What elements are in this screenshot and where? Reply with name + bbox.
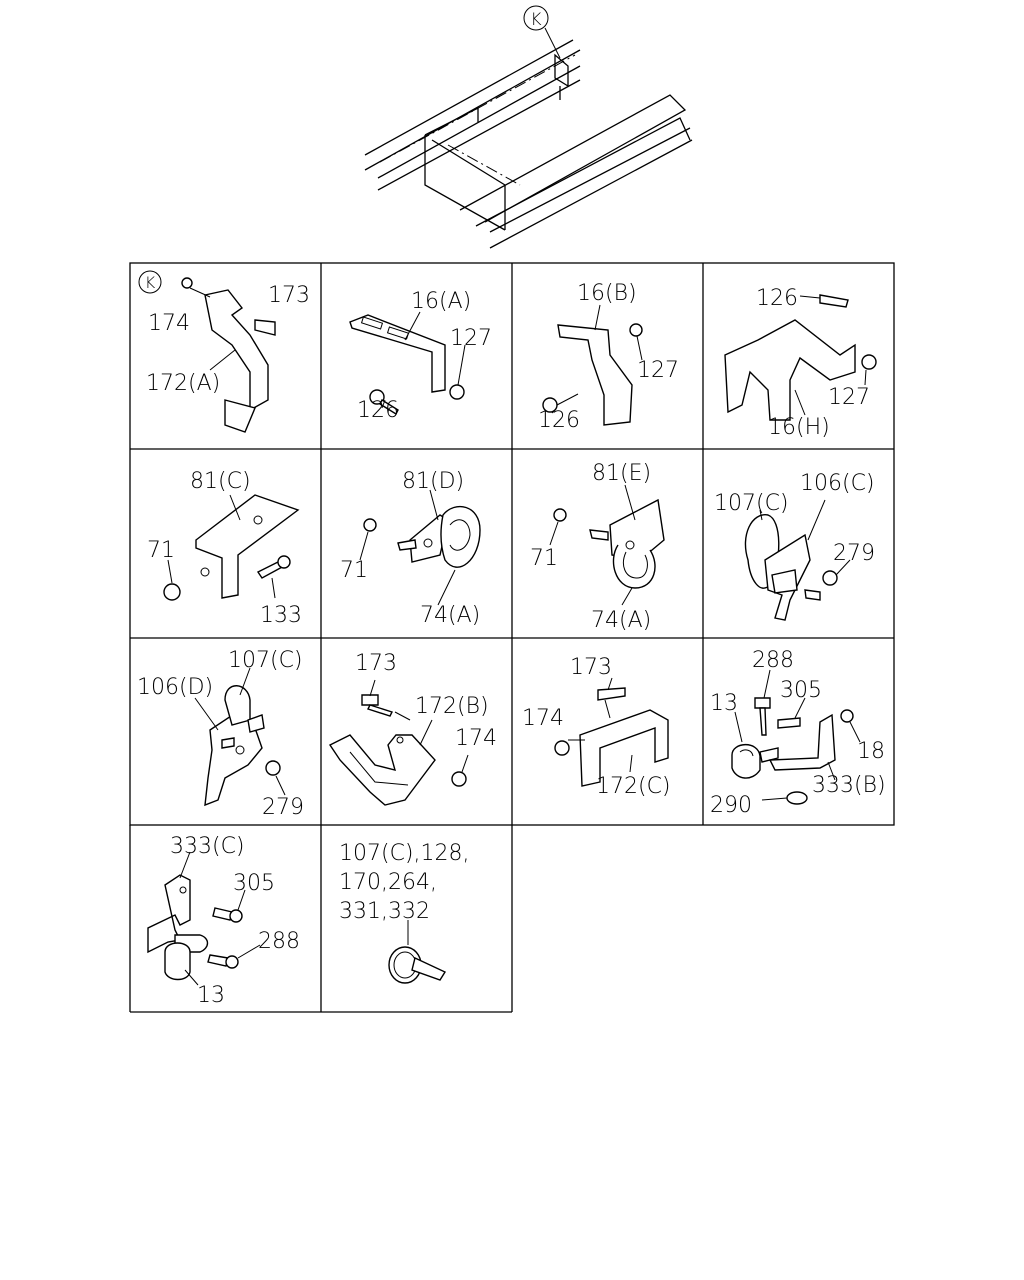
panel-172a: K 174 173 172(A) [138, 270, 310, 433]
label-333c: 333(C) [170, 834, 245, 859]
detail-marker: K [530, 10, 541, 30]
label-333b: 333(B) [812, 773, 886, 798]
label-173: 173 [570, 655, 612, 680]
label-126: 126 [357, 398, 399, 423]
label-clamp-line-1: 107(C),128, [339, 841, 470, 866]
panel-marker: K [145, 273, 156, 292]
label-16h: 16(H) [768, 415, 830, 440]
label-288: 288 [752, 648, 794, 673]
label-174: 174 [148, 311, 190, 336]
panel-81d: 81(D) 71 74(A) [340, 469, 481, 628]
label-16b: 16(B) [577, 281, 637, 306]
panel-333b: 288 305 13 18 333(B) 290 [710, 648, 886, 818]
label-174: 174 [455, 726, 497, 751]
label-71: 71 [530, 546, 558, 571]
label-81d: 81(D) [402, 469, 464, 494]
panel-16b: 16(B) 127 126 [538, 281, 679, 433]
label-279: 279 [833, 541, 875, 566]
panel-81e: 81(E) 71 74(A) [530, 461, 665, 633]
label-107c: 107(C) [714, 491, 789, 516]
panel-106d: 107(C) 106(D) 279 [137, 648, 304, 820]
panel-106c: 107(C) 106(C) 279 [714, 471, 875, 621]
label-305: 305 [780, 678, 822, 703]
label-126: 126 [538, 408, 580, 433]
parts-grid [129, 262, 895, 1013]
label-173: 173 [268, 283, 310, 308]
label-126: 126 [756, 286, 798, 311]
label-172a: 172(A) [146, 371, 220, 396]
label-174: 174 [522, 706, 564, 731]
panel-16h: 126 127 16(H) [724, 286, 877, 440]
label-106c: 106(C) [800, 471, 875, 496]
label-127: 127 [637, 358, 679, 383]
label-71: 71 [340, 558, 368, 583]
label-clamp-line-2: 170,264, [339, 870, 437, 895]
label-305: 305 [233, 871, 275, 896]
label-74a: 74(A) [420, 603, 480, 628]
panel-81c: 81(C) 71 133 [147, 469, 302, 628]
label-13: 13 [710, 691, 738, 716]
label-288: 288 [258, 929, 300, 954]
label-127: 127 [828, 385, 870, 410]
label-81e: 81(E) [592, 461, 651, 486]
label-71: 71 [147, 538, 175, 563]
panel-172b: 173 172(B) 174 [328, 651, 497, 806]
label-279: 279 [262, 795, 304, 820]
label-106d: 106(D) [137, 675, 213, 700]
panel-333c: 333(C) 305 288 13 [147, 834, 300, 1008]
label-74a: 74(A) [591, 608, 651, 633]
label-172c: 172(C) [596, 774, 671, 799]
panel-band-clamp: 107(C),128, 170,264, 331,332 [339, 841, 470, 984]
label-127: 127 [450, 326, 492, 351]
label-clamp-line-3: 331,332 [339, 899, 430, 924]
label-173: 173 [355, 651, 397, 676]
label-107c: 107(C) [228, 648, 303, 673]
label-18: 18 [857, 739, 885, 764]
label-133: 133 [260, 603, 302, 628]
panel-16a: 16(A) 127 126 [349, 289, 492, 423]
label-290: 290 [710, 793, 752, 818]
label-16a: 16(A) [411, 289, 471, 314]
label-172b: 172(B) [415, 694, 489, 719]
chassis-frame-overview: K [364, 5, 693, 249]
label-81c: 81(C) [190, 469, 251, 494]
panel-172c: 173 174 172(C) [522, 655, 671, 799]
label-13: 13 [197, 983, 225, 1008]
